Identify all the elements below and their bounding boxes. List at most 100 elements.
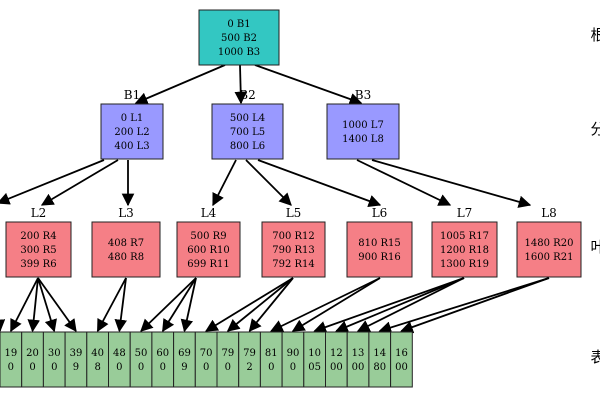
row-cell-box	[64, 331, 88, 388]
edge-arrow	[248, 277, 294, 332]
row-cell-line: 13	[352, 348, 365, 359]
leaf-node-l8-line: 1600 R21	[525, 252, 574, 263]
branch-node-b3-box	[326, 103, 400, 160]
row-cell-box	[21, 331, 44, 388]
edge-arrow	[140, 277, 197, 332]
leaf-node-l3-box	[91, 221, 161, 278]
row-cell-line: 00	[352, 362, 365, 373]
edge-arrow	[180, 277, 197, 333]
leaf-node-l4-line: 500 R9	[190, 231, 226, 242]
row-cell-box	[303, 331, 326, 388]
row-cell-box	[346, 331, 370, 388]
branch-node-b2-line: 500 L4	[230, 113, 265, 124]
leaf-node-l7-line: 1300 R19	[440, 259, 489, 270]
row-cell-line: 70	[200, 348, 213, 359]
row-cell-line: 39	[70, 348, 83, 359]
row-cell-line: 0	[138, 362, 144, 373]
row-cell: 500	[129, 331, 153, 388]
edge-arrow	[226, 277, 294, 332]
branch-node-b1-line: 0 L1	[121, 113, 144, 124]
branch-node-b3-line: 1000 L7	[342, 120, 384, 131]
row-cell: 790	[216, 331, 240, 388]
leaf-node-l7-box	[431, 221, 498, 278]
row-cell-line: 0	[51, 362, 57, 373]
leaf-label-l2: L2	[31, 206, 47, 220]
row-cell-line: 40	[91, 348, 104, 359]
leaf-node-l5-line: 700 R12	[272, 231, 315, 242]
row-cell: 190	[0, 331, 23, 388]
level-label-row: 表	[590, 348, 600, 366]
row-cell-line: 9	[73, 362, 79, 373]
edge-arrow	[400, 277, 550, 334]
branch-node-b1-line: 200 L2	[114, 127, 149, 138]
leaf-node-l2-line: 399 R6	[20, 259, 56, 270]
row-cell-box	[173, 331, 196, 388]
row-cell-line: 0	[29, 362, 35, 373]
row-cell: 200	[21, 331, 44, 388]
leaf-node-l5-box	[261, 221, 326, 278]
row-cell-line: 50	[135, 348, 148, 359]
branch-node-b3-line: 1400 L8	[342, 134, 384, 145]
leaf-node-l6: 810 R15 900 R16	[346, 221, 413, 278]
row-cell-box	[42, 331, 66, 388]
edge-arrow	[378, 277, 550, 334]
row-cell-line: 0	[290, 362, 296, 373]
row-cell-box	[151, 331, 175, 388]
leaf-label-l5: L5	[286, 206, 302, 220]
row-cell-box	[325, 331, 348, 388]
row-cell-line: 14	[373, 348, 386, 359]
row-cell-line: 0	[116, 362, 122, 373]
leaf-node-l2-line: 200 R4	[20, 231, 56, 242]
leaf-node-l2-line: 300 R5	[20, 245, 56, 256]
row-cell-box	[129, 331, 153, 388]
row-cell: 810	[259, 331, 283, 388]
row-cell: 1300	[346, 331, 370, 388]
row-cell-line: 0	[160, 362, 166, 373]
row-cell-line: 90	[287, 348, 300, 359]
row-cell-line: 30	[48, 348, 61, 359]
row-cell: 900	[281, 331, 305, 388]
row-cell: 792	[238, 331, 261, 388]
root-node-line: 500 B2	[221, 33, 257, 44]
edge-arrow	[254, 64, 363, 106]
leaf-node-l7-line: 1005 R17	[440, 231, 489, 242]
row-cell-line: 0	[268, 362, 274, 373]
edge-arrow	[96, 277, 127, 333]
leaf-node-l4-line: 699 R11	[187, 259, 230, 270]
row-cell: 1600	[390, 331, 413, 388]
leaf-node-l8-box	[516, 221, 582, 278]
row-cell-line: 20	[26, 348, 39, 359]
row-cell-line: 16	[395, 348, 408, 359]
branch-node-b1-box	[100, 103, 164, 160]
leaf-node-l3-line: 480 R8	[108, 252, 144, 263]
edge-arrow	[205, 277, 294, 332]
leaf-node-l6-line: 900 R16	[358, 252, 401, 263]
row-cell-line: 10	[308, 348, 321, 359]
leaf-node-l6-box	[346, 221, 413, 278]
row-cell-line: 69	[178, 348, 191, 359]
leaf-node-l3-line: 408 R7	[108, 238, 144, 249]
branch-label-b1: B1	[124, 88, 140, 102]
edge-arrow	[37, 277, 57, 333]
row-cell: 1005	[303, 331, 326, 388]
row-cell-line: 00	[395, 362, 408, 373]
leaf-node-l3: 408 R7 480 R8	[91, 221, 161, 278]
row-cell-line: 8	[94, 362, 100, 373]
row-cell-line: 48	[113, 348, 126, 359]
root-node-line: 1000 B3	[218, 47, 260, 58]
row-cell-box	[259, 331, 283, 388]
row-cell-line: 12	[330, 348, 343, 359]
row-cell-box	[281, 331, 305, 388]
row-cell-line: 79	[221, 348, 234, 359]
row-cell: 600	[151, 331, 175, 388]
edge-arrow	[257, 159, 382, 207]
edge-arrow	[356, 159, 452, 206]
leaf-node-l5-line: 790 R13	[272, 245, 315, 256]
leaf-node-l6-line: 810 R15	[358, 238, 401, 249]
row-cell: 699	[173, 331, 196, 388]
